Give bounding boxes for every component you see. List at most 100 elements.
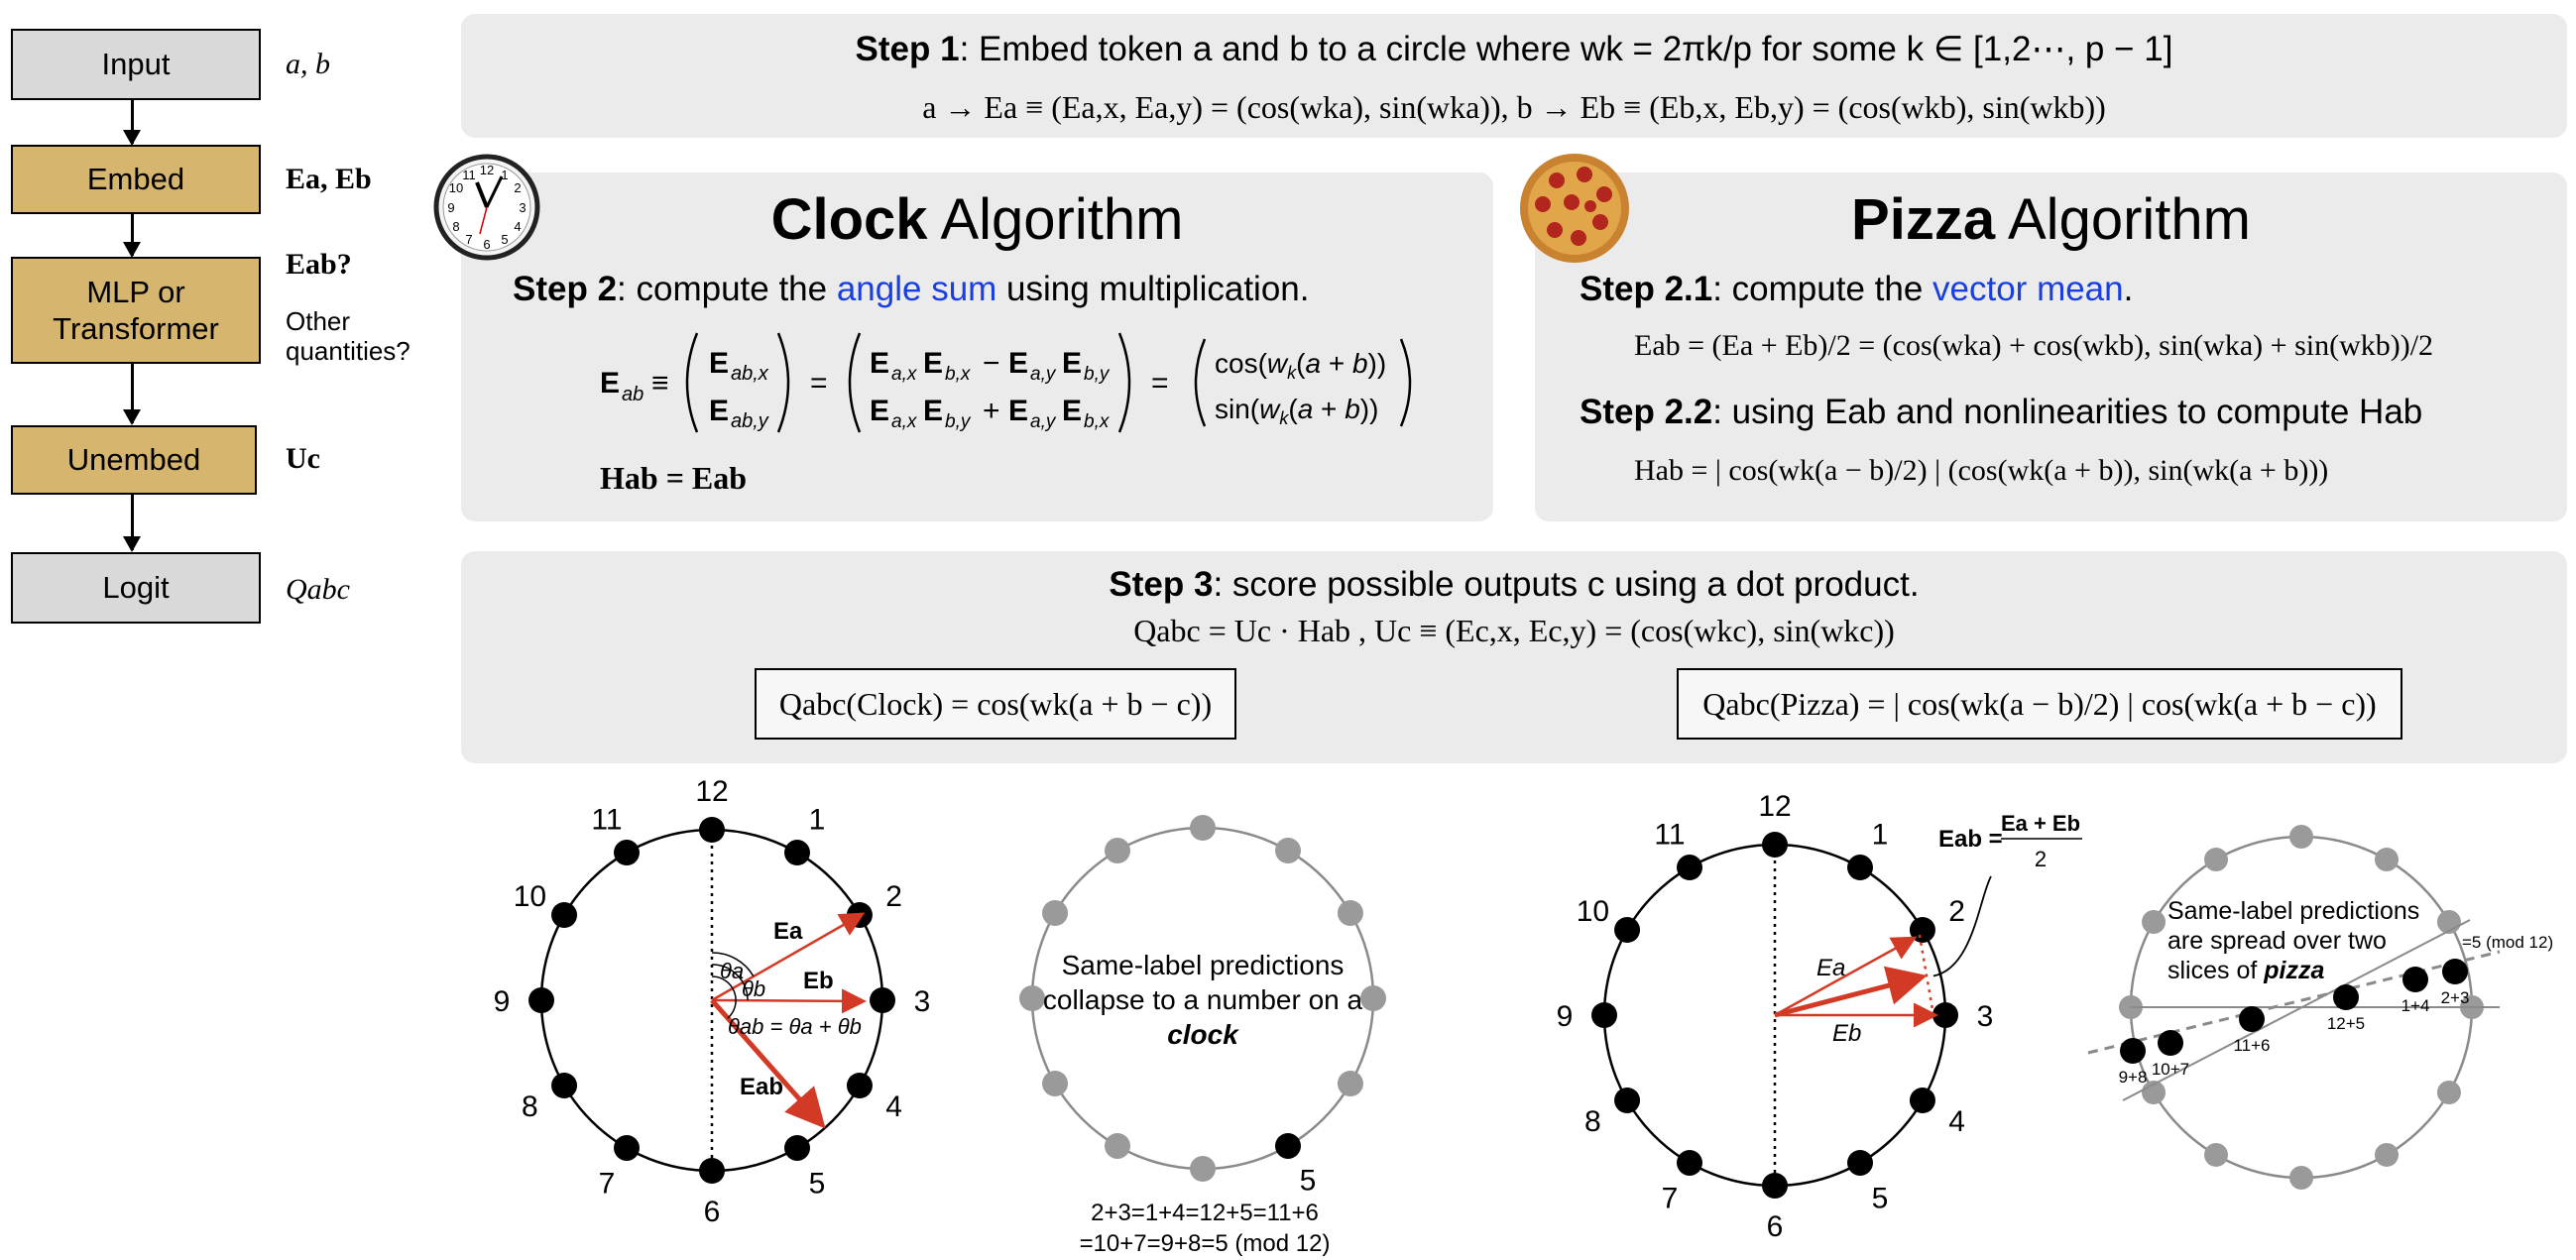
clock-fig-point-7	[614, 1134, 640, 1161]
pizza-title-bold: Pizza	[1851, 187, 1996, 252]
pizza-pred-point	[2442, 959, 2468, 984]
clock-title-bold: Clock	[770, 187, 928, 252]
svg-text:E: E	[870, 347, 889, 380]
svg-text:E: E	[1008, 395, 1028, 427]
side-label-unembed: Uc	[286, 442, 320, 475]
pizza-step21-bold: Step 2.1	[1580, 270, 1713, 308]
pizza-step21: Step 2.1: compute the vector mean.	[1580, 270, 2133, 309]
clock-pred-point	[1042, 1071, 1069, 1096]
pizza-fig-label-5: 5	[1872, 1183, 1889, 1215]
pizza-step22-formula: Hab = | cos(wk(a − b)/2) | (cos(wk(a + b…	[1634, 454, 2329, 487]
pizza-fig-point-6	[1762, 1173, 1788, 1199]
svg-text:b,y: b,y	[1084, 364, 1111, 385]
clock-pred-point	[1275, 1132, 1301, 1159]
svg-text:=: =	[810, 367, 828, 400]
flow-arrow-1	[123, 100, 141, 146]
step1-bold: Step 1	[855, 30, 960, 68]
clock-step2-bold: Step 2	[513, 270, 618, 308]
clock-fig-label-2: 2	[885, 880, 902, 913]
pizza-fig-label-11: 11	[1654, 818, 1685, 851]
pizza-pred-slice-line	[2122, 919, 2471, 1101]
pizza-pred-point-label: 11+6	[2233, 1036, 2270, 1055]
pizza-eab-callout-num: Ea + Eb	[2001, 811, 2080, 836]
pizza-pred-ring-point	[2375, 848, 2399, 872]
pizza-fig-label-8: 8	[1584, 1105, 1601, 1138]
clock-fig-point-5	[784, 1134, 810, 1161]
pizza-pred-note-l1: Same-label predictions	[2167, 897, 2420, 925]
pizza-pred-point	[2158, 1030, 2183, 1056]
clock-pred-point	[1019, 985, 1045, 1011]
svg-text:4: 4	[514, 219, 521, 234]
pizza-pred-point	[2239, 1006, 2265, 1032]
flow-input-label: Input	[101, 47, 171, 82]
pizza-step22-text: : using Eab and nonlinearities to comput…	[1712, 393, 2423, 431]
flow-input-box: Input	[11, 29, 261, 100]
pizza-pred-point-label: 1+4	[2401, 996, 2430, 1015]
clock-theta-a-arc	[711, 952, 755, 977]
clock-pred-point	[1105, 838, 1130, 864]
svg-text:b,x: b,x	[945, 364, 972, 385]
pizza-pred-note: Same-label predictions are spread over t…	[2167, 896, 2425, 985]
pizza-fig-point-9	[1591, 1002, 1617, 1028]
pizza-fig-point-8	[1614, 1088, 1641, 1113]
clock-algorithm-panel: Clock Algorithm Step 2: compute the angl…	[461, 172, 1493, 521]
clock-fig-label-8: 8	[522, 1090, 538, 1123]
pizza-eab-callout-line	[1932, 875, 1992, 977]
step3-heading: Step 3: score possible outputs c using a…	[461, 565, 2567, 605]
clock-fig-label-11: 11	[591, 803, 622, 836]
clock-theta-b-arc	[711, 964, 749, 1001]
svg-text:E: E	[1062, 395, 1082, 427]
svg-text:ab,y: ab,y	[731, 410, 769, 432]
flow-embed-label: Embed	[86, 162, 185, 197]
clock-fig-label-1: 1	[809, 803, 826, 836]
svg-text:5: 5	[501, 232, 508, 247]
pizza-pred-point	[2402, 967, 2428, 992]
step3-text: : score possible outputs c using a dot p…	[1213, 565, 1920, 604]
pizza-fig-point-2	[1909, 917, 1935, 943]
flow-logit-label: Logit	[102, 570, 170, 606]
svg-text:E: E	[923, 347, 943, 380]
clock-eab-label: Eab	[740, 1074, 783, 1100]
clock-fig-label-5: 5	[809, 1168, 826, 1201]
clock-pred-note-em: clock	[1167, 1019, 1238, 1050]
clock-pred-point	[1105, 1132, 1130, 1159]
clock-pred-point	[1337, 900, 1363, 926]
pizza-fig-point-11	[1677, 855, 1702, 881]
svg-text:11: 11	[462, 168, 476, 182]
flow-embed-box: Embed	[11, 145, 261, 214]
pizza-pred-point-label: 10+7	[2152, 1060, 2189, 1079]
svg-text:ab,x: ab,x	[731, 363, 769, 385]
clock-pred-eq-line2: =10+7=9+8=5 (mod 12)	[1079, 1230, 1331, 1258]
side-label-input: a, b	[286, 48, 330, 80]
pizza-fig-label-12: 12	[1758, 790, 1791, 823]
svg-text:b,x: b,x	[1084, 411, 1111, 432]
clock-fig-label-7: 7	[599, 1168, 616, 1201]
pizza-fig-point-4	[1909, 1088, 1935, 1113]
pizza-eb-label: Eb	[1832, 1020, 1861, 1047]
side-label-embed: Ea, Eb	[286, 163, 372, 195]
svg-text:E: E	[1062, 347, 1082, 380]
svg-text:E: E	[709, 395, 729, 427]
pizza-pred-ring-point	[2289, 1166, 2313, 1190]
pizza-dotted-chord	[1918, 934, 1935, 1016]
svg-text:E: E	[1008, 347, 1028, 380]
step3-formula: Qabc = Uc · Hab , Uc ≡ (Ec,x, Ec,y) = (c…	[1133, 613, 1895, 648]
clock-pred-point	[1337, 1071, 1363, 1096]
pizza-fig-point-12	[1762, 832, 1788, 858]
clock-fig-point-11	[614, 840, 640, 866]
svg-text:9: 9	[447, 200, 454, 215]
svg-text:7: 7	[465, 232, 472, 247]
clock-title: Clock Algorithm	[461, 186, 1493, 253]
clock-fig-point-12	[699, 817, 725, 843]
clock-fig-point-8	[551, 1073, 578, 1098]
clock-fig-label-4: 4	[885, 1090, 902, 1123]
clock-fig-point-10	[551, 902, 578, 928]
flow-logit-box: Logit	[11, 552, 261, 624]
svg-text:b,y: b,y	[945, 411, 972, 432]
pizza-logit-box: Qabc(Pizza) = | cos(wk(a − b)/2) | cos(w…	[1677, 668, 2402, 740]
clock-theta-b-label: θb	[742, 976, 765, 1001]
clock-pred-point	[1275, 838, 1301, 864]
